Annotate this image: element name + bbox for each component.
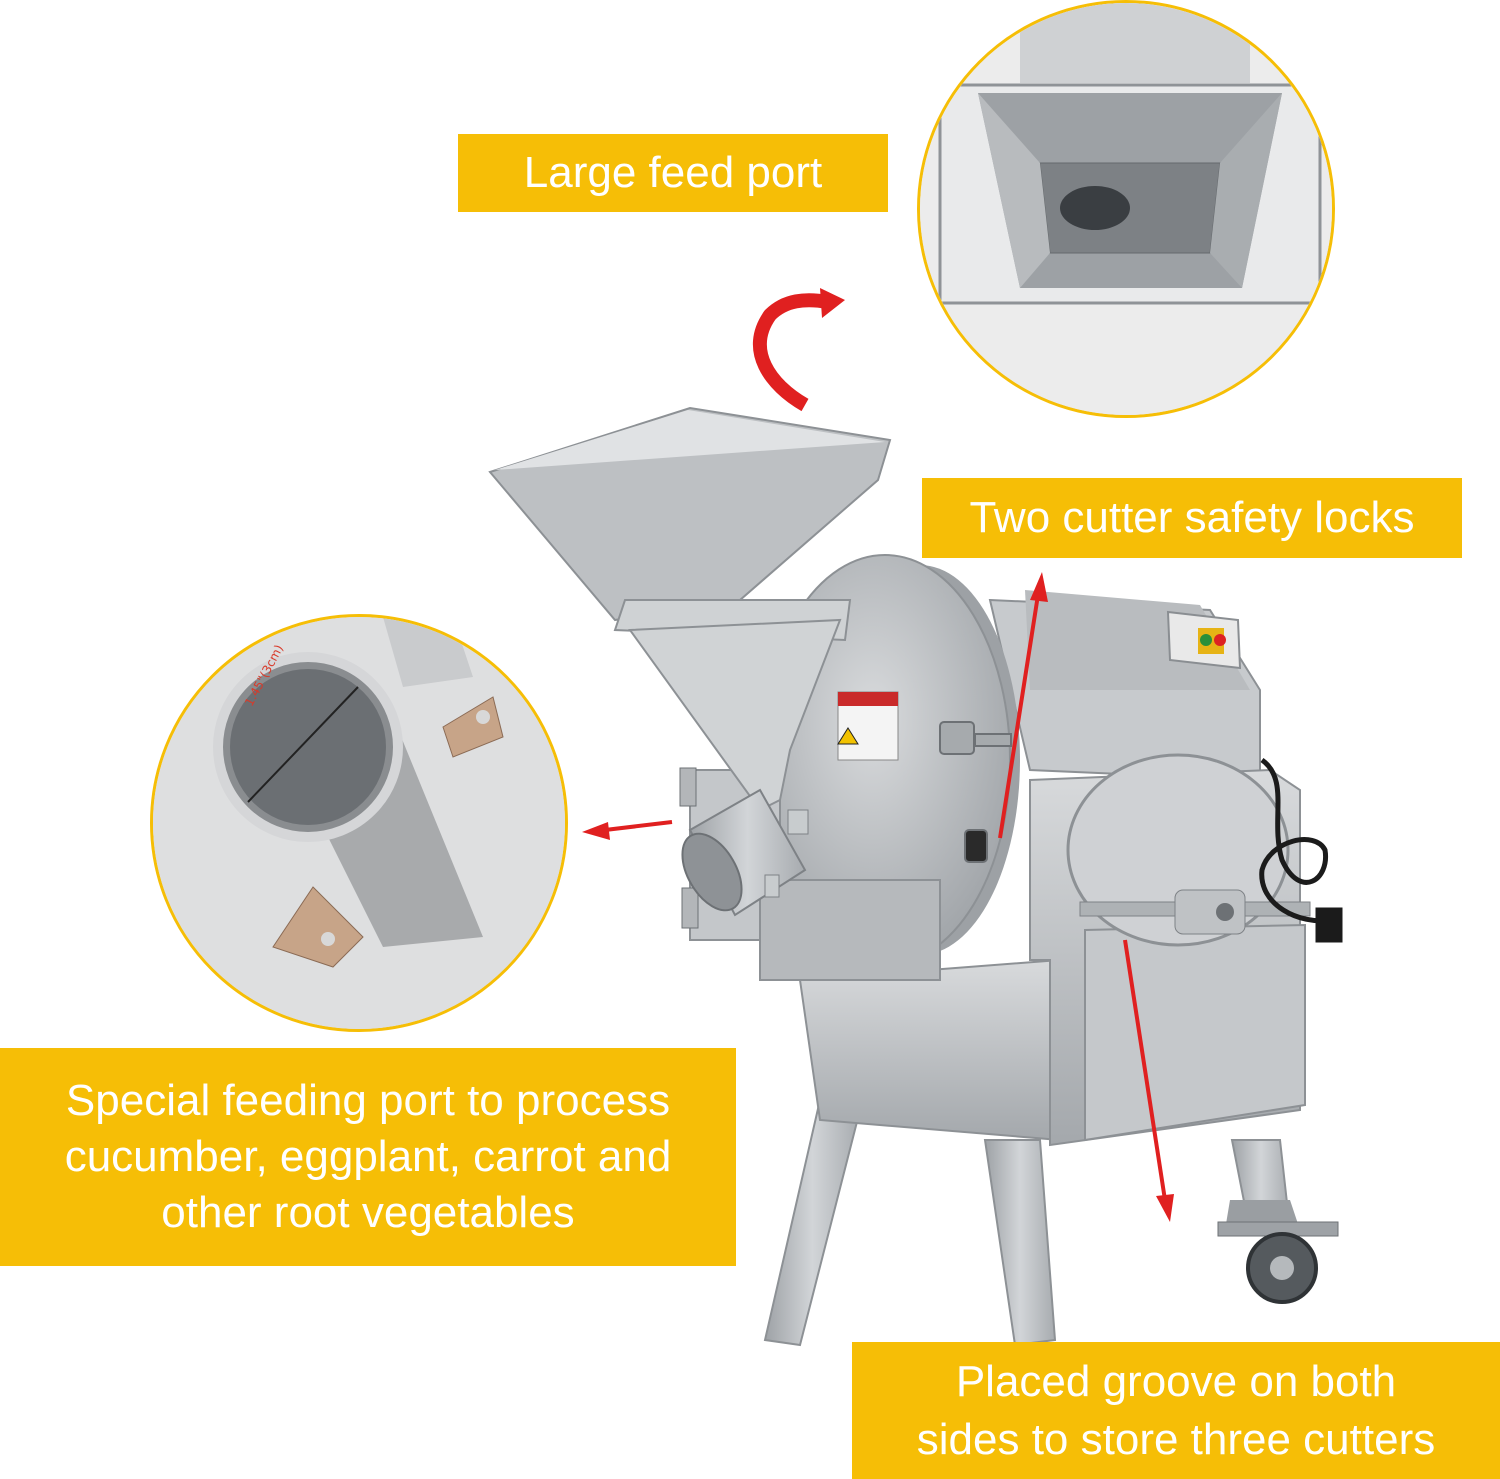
machine-legs — [763, 1098, 1300, 1347]
caster-wheel — [1217, 1221, 1339, 1304]
arrow-icon-feed-port — [753, 288, 845, 412]
cutter-groove-label: Placed groove on both sides to store thr… — [852, 1342, 1500, 1479]
safety-locks-label: Two cutter safety locks — [922, 478, 1462, 558]
hopper-interior-illustration — [920, 3, 1332, 415]
arrow-icon-feeding-tube — [582, 820, 673, 840]
special-port-line-2: cucumber, eggplant, carrot and — [64, 1132, 672, 1181]
safety-lock-latches — [939, 721, 1012, 863]
cutter-storage-tray — [1029, 753, 1311, 1147]
power-cord — [1259, 757, 1343, 943]
special-feeding-tube — [681, 788, 809, 917]
groove-line-1: Placed groove on both — [955, 1356, 1397, 1406]
large-feed-port-text: Large feed port — [523, 148, 823, 197]
feeding-tube-closeup-inset — [150, 614, 568, 1032]
safety-locks-text: Two cutter safety locks — [969, 493, 1415, 542]
arrow-icon-safety-locks — [998, 572, 1048, 839]
large-feed-port-label: Large feed port — [458, 134, 888, 212]
hopper-closeup-inset — [917, 0, 1335, 418]
arrow-icon-groove — [1123, 939, 1174, 1222]
door-hinges — [679, 767, 699, 929]
special-port-line-1: Special feeding port to process — [65, 1076, 671, 1125]
special-port-line-3: other root vegetables — [161, 1188, 575, 1237]
feed-hopper — [488, 406, 892, 812]
groove-line-2: sides to store three cutters — [916, 1414, 1436, 1464]
feeding-tube-illustration — [153, 617, 565, 1029]
special-feeding-port-label: Special feeding port to process cucumber… — [0, 1048, 736, 1266]
machine-base — [798, 958, 1061, 1142]
control-panel — [1166, 610, 1242, 670]
danger-sticker — [837, 691, 899, 761]
